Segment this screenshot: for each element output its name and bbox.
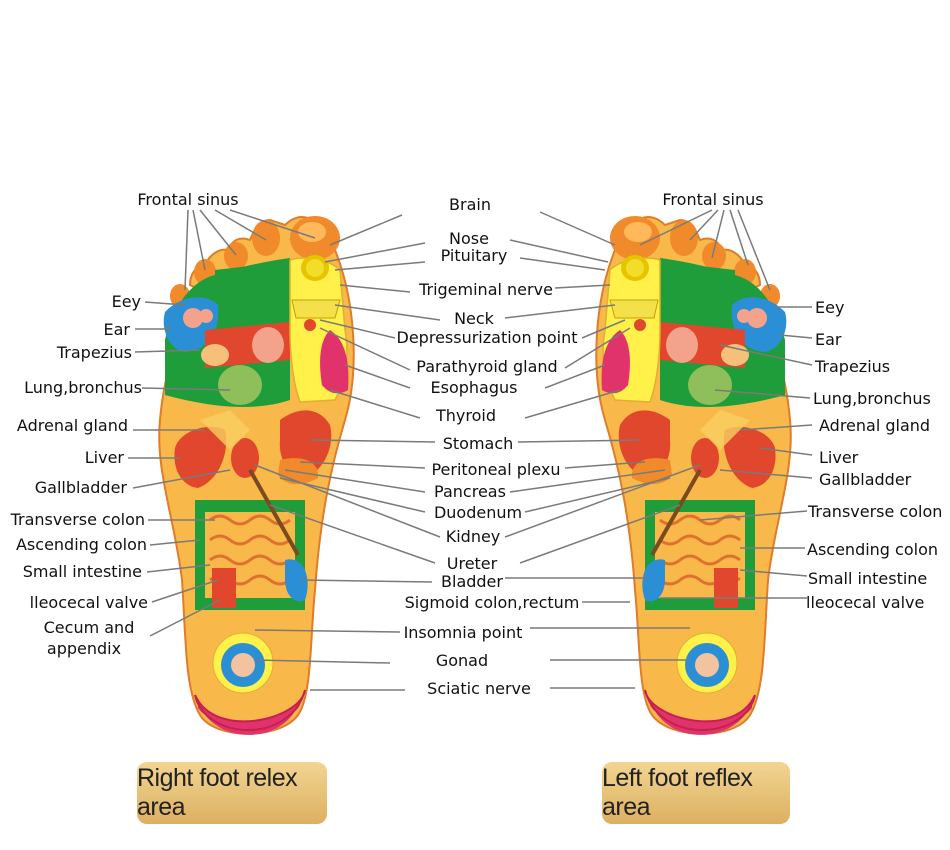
label-adrenal-gland-left: Adrenal gland [819, 416, 930, 435]
label-trapezius-right: Trapezius [56, 343, 132, 362]
label-trapezius-left: Trapezius [814, 357, 890, 376]
label-lung-bronchus-left: Lung,bronchus [813, 389, 931, 408]
label-frontal-sinus-right: Frontal sinus [137, 190, 238, 209]
label-sciatic-nerve: Sciatic nerve [427, 679, 531, 698]
label-depressurization-point: Depressurization point [397, 328, 578, 347]
label-cecum-and: Cecum and [44, 618, 135, 637]
label-eey-left: Eey [815, 298, 844, 317]
label-small-intestine-right: Small intestine [23, 562, 142, 581]
label-pancreas: Pancreas [434, 482, 506, 501]
label-ascending-colon-right: Ascending colon [16, 535, 147, 554]
label-esophagus: Esophagus [431, 378, 518, 397]
label-ear-left: Ear [815, 330, 842, 349]
label-brain: Brain [449, 195, 491, 214]
label-ascending-colon-left: Ascending colon [807, 540, 938, 559]
label-ear-right: Ear [104, 320, 131, 339]
label-liver-right: Liver [85, 448, 125, 467]
right-foot-caption: Right foot relex area [137, 762, 327, 824]
label-peritoneal-plexu: Peritoneal plexu [431, 460, 560, 479]
label-gallbladder-left: Gallbladder [819, 470, 912, 489]
label-neck: Neck [454, 309, 495, 328]
left-foot-caption: Left foot reflex area [602, 762, 790, 824]
label-gallbladder-right: Gallbladder [35, 478, 128, 497]
label-appendix: appendix [47, 639, 121, 658]
label-thyroid: Thyroid [435, 406, 496, 425]
label-pituitary: Pituitary [441, 246, 508, 265]
right-foot-drawing [157, 214, 356, 737]
label-ileocecal-valve-left: lleocecal valve [806, 593, 924, 612]
label-stomach: Stomach [443, 434, 514, 453]
label-ureter: Ureter [447, 554, 498, 573]
label-frontal-sinus-left: Frontal sinus [662, 190, 763, 209]
label-transverse-colon-right: Transverse colon [10, 510, 145, 529]
label-trigeminal-nerve: Trigeminal nerve [418, 280, 553, 299]
label-kidney: Kidney [446, 527, 501, 546]
label-bladder: Bladder [441, 572, 503, 591]
label-lung-bronchus-right: Lung,bronchus [24, 378, 142, 397]
left-foot-labels: Frontal sinus Eey Ear Trapezius Lung,bro… [662, 190, 942, 612]
label-insomnia-point: Insomnia point [404, 623, 523, 642]
leader-lines [128, 209, 813, 691]
label-parathyroid-gland: Parathyroid gland [416, 357, 557, 376]
right-foot-labels: Frontal sinus Eey Ear Trapezius Lung,bro… [10, 190, 239, 658]
label-transverse-colon-left: Transverse colon [807, 502, 942, 521]
label-small-intestine-left: Small intestine [808, 569, 927, 588]
label-nose: Nose [449, 229, 489, 248]
label-adrenal-gland-right: Adrenal gland [17, 416, 128, 435]
label-ileocecal-valve-right: lleocecal valve [30, 593, 148, 612]
label-sigmoid-colon-rectum: Sigmoid colon,rectum [405, 593, 580, 612]
center-labels: Brain Nose Pituitary Trigeminal nerve Ne… [397, 195, 580, 698]
label-liver-left: Liver [819, 448, 859, 467]
label-duodenum: Duodenum [434, 503, 522, 522]
label-eey-right: Eey [112, 292, 141, 311]
label-gonad: Gonad [436, 651, 488, 670]
